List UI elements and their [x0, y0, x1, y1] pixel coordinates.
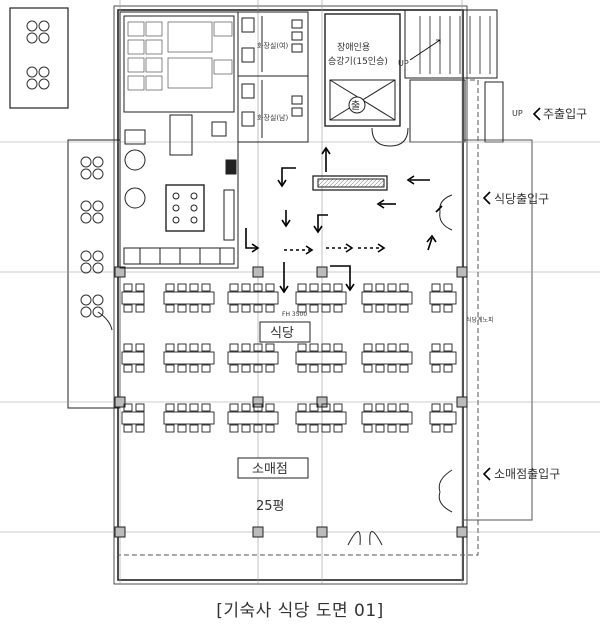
kitchen — [119, 11, 239, 269]
store-label: 소매점 — [252, 462, 288, 477]
planters — [26, 20, 104, 318]
cafeteria-tables — [121, 283, 457, 433]
room-labels: 식당 FH 3500 식당계노피 소매점 25평 — [237, 311, 494, 514]
main-entrance-label[interactable]: 주출입구 — [543, 107, 587, 121]
circulation-arrows — [245, 146, 443, 294]
table-cluster — [361, 343, 413, 373]
small-label-2: 식당계노피 — [466, 316, 494, 324]
stair-up-2-label: UP — [512, 109, 523, 118]
table-cluster — [429, 343, 457, 373]
table-cluster — [295, 403, 347, 433]
restroom-men-label: 화장실(남) — [257, 113, 288, 122]
stair-up-1-label: UP — [398, 59, 409, 68]
serving-counter — [312, 175, 388, 191]
table-cluster — [163, 283, 215, 313]
elevator: 장애인용 승강기(15인승) 출 — [324, 13, 401, 127]
figure-caption: [기숙사 식당 도면 01] — [216, 601, 384, 621]
table-cluster — [295, 283, 347, 313]
entrance-callouts: 주출입구 식당출입구 소매점출입구 — [482, 107, 587, 481]
table-cluster — [121, 283, 145, 313]
table-cluster — [121, 343, 145, 373]
table-cluster — [227, 283, 279, 313]
cafeteria-label: 식당 — [270, 326, 294, 341]
table-cluster — [163, 403, 215, 433]
table-cluster — [121, 403, 145, 433]
table-cluster — [429, 403, 457, 433]
elevator-label-2: 승강기(15인승) — [328, 56, 388, 67]
table-cluster — [361, 403, 413, 433]
table-cluster — [227, 403, 279, 433]
stairs: UP UP — [398, 16, 523, 118]
elevator-exit-label: 출 — [351, 100, 360, 112]
doors — [97, 127, 453, 546]
restrooms: 화장실(여) 화장실(남) — [237, 11, 309, 143]
small-label-1: FH 3500 — [282, 311, 307, 318]
restroom-women-label: 화장실(여) — [257, 41, 288, 50]
building-structure — [0, 0, 600, 585]
elevator-label-1: 장애인용 — [337, 42, 370, 53]
store-entrance-label[interactable]: 소매점출입구 — [494, 467, 560, 481]
table-cluster — [227, 343, 279, 373]
store-area-label: 25평 — [256, 499, 285, 514]
table-cluster — [163, 343, 215, 373]
table-cluster — [361, 283, 413, 313]
table-cluster — [429, 283, 457, 313]
table-cluster — [295, 343, 347, 373]
cafeteria-entrance-label[interactable]: 식당출입구 — [494, 192, 549, 206]
